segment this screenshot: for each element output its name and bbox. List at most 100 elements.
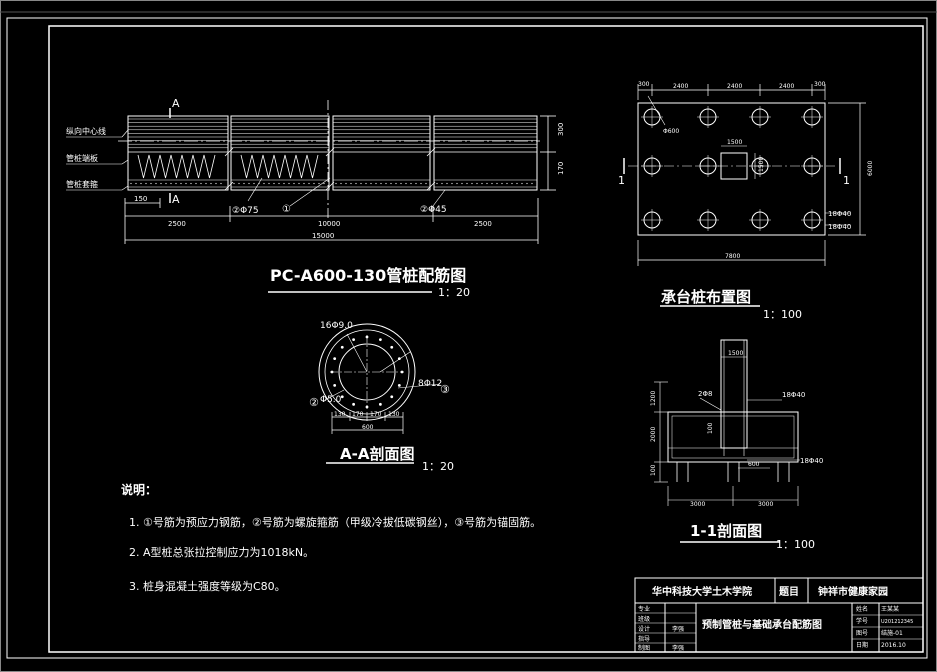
- cap-column-h: 1500: [758, 157, 765, 172]
- section-aa-drawing: [318, 323, 441, 464]
- cap-section-mark-right: 1: [843, 174, 850, 187]
- s11-dim-600: 600: [748, 461, 760, 468]
- cap-pile: [641, 209, 663, 231]
- cap-plan-text: 300 2400 2400 2400 300 Φ600 1500 1500 60…: [618, 81, 874, 321]
- aa-title: A-A剖面图: [340, 445, 414, 463]
- tb-left-label-1: 班级: [638, 615, 650, 623]
- pile-drawing-text: A A 纵向中心线 管桩端板 管桩套箍 300 170 150 2500 100…: [66, 97, 565, 299]
- cap-plan-title: 承台桩布置图: [661, 288, 751, 306]
- leader-label-hoop: 管桩套箍: [66, 179, 98, 189]
- cap-pile-dia: Φ600: [663, 128, 679, 135]
- aa-dim-600: 600: [362, 424, 374, 431]
- aa-dim-130-left: 130: [334, 411, 346, 418]
- section-mark-bottom: A: [172, 193, 180, 206]
- aa-label-2: ②: [309, 396, 319, 409]
- tb-right-value-1: U201212345: [881, 619, 913, 625]
- tb-project: 钟祥市健康家园: [818, 585, 888, 598]
- rebar-label-1: ①: [282, 204, 291, 215]
- section-11-drawing: [654, 339, 800, 543]
- dim-10000: 10000: [318, 220, 340, 228]
- pile-drawing-title: PC-A600-130管桩配筋图: [270, 266, 466, 285]
- tb-school: 华中科技大学土木学院: [652, 585, 752, 598]
- aa-label-8phi12: 8Φ12: [418, 379, 442, 389]
- s11-title: 1-1剖面图: [690, 522, 762, 540]
- cap-pile: [697, 209, 719, 231]
- dim-300: 300: [557, 123, 565, 136]
- cap-dim-2400-b: 2400: [727, 83, 742, 90]
- aa-dim-170-b: 170: [370, 411, 382, 418]
- s11-rebar-top: 18Φ40: [782, 391, 805, 399]
- s11-dim-2000: 2000: [650, 427, 657, 442]
- notes: 说明： 1. ①号筋为预应力钢筋，②号筋为螺旋箍筋（甲级冷拔低碳钢丝），③号筋为…: [121, 482, 541, 593]
- dim-2500-left: 2500: [168, 220, 186, 228]
- tb-right-label-0: 姓名: [856, 605, 868, 613]
- s11-rebar-left: 2Φ8: [698, 390, 712, 398]
- notes-heading: 说明：: [121, 482, 157, 497]
- aa-rebar-dot: [390, 345, 394, 349]
- tb-right-value-2: 结施-01: [881, 629, 903, 637]
- cap-column-w: 1500: [727, 139, 742, 146]
- dim-150: 150: [134, 195, 147, 203]
- tb-left-value-2: 李强: [672, 625, 684, 633]
- aa-dim-170-a: 170: [352, 411, 364, 418]
- tb-left-label-3: 指导: [638, 635, 650, 643]
- s11-scale: 1：100: [776, 538, 815, 551]
- aa-scale: 1：20: [422, 460, 454, 473]
- tb-left-label-4: 制图: [638, 644, 650, 652]
- tb-right-value-3: 2016.10: [881, 642, 906, 649]
- cap-dim-2400-a: 2400: [673, 83, 688, 90]
- leader-label-centerline: 纵向中心线: [66, 126, 106, 136]
- note-3: 3. 桩身混凝土强度等级为C80。: [129, 579, 286, 593]
- aa-rebar-dot: [340, 345, 344, 349]
- pile-segments: [127, 115, 538, 191]
- sheet-border-inner: [48, 25, 924, 653]
- aa-label-3: ③: [440, 383, 450, 396]
- dim-15000: 15000: [312, 232, 334, 240]
- aa-rebar-dot: [352, 338, 356, 342]
- aa-rebar-dot: [352, 402, 356, 406]
- tb-topic-label: 题目: [779, 586, 799, 598]
- s11-rebar-bot: 18Φ40: [800, 457, 823, 465]
- dim-170: 170: [557, 162, 565, 175]
- tb-left-value-4: 李强: [672, 644, 684, 652]
- rebar-label-2-75: ②Φ75: [232, 206, 259, 216]
- aa-rebar-dot: [340, 395, 344, 399]
- tb-drawing-name: 预制管桩与基础承台配筋图: [702, 618, 822, 631]
- rebar-label-2-45: ②Φ45: [420, 205, 447, 215]
- cap-pile: [801, 106, 823, 128]
- aa-rebar-dot: [397, 383, 401, 387]
- cap-plan-scale: 1：100: [763, 308, 802, 321]
- cap-plan-drawing: [623, 84, 866, 307]
- cap-rebar-1: 18Φ40: [828, 210, 851, 218]
- cap-dim-300-left: 300: [638, 81, 650, 88]
- s11-dim-1500: 1500: [728, 350, 743, 357]
- cap-pile: [749, 209, 771, 231]
- tb-left-label-2: 设计: [638, 625, 650, 633]
- s11-dim-3000-left: 3000: [690, 501, 705, 508]
- pile-drawing: [66, 100, 556, 293]
- aa-dim-130-right: 130: [388, 411, 400, 418]
- note-2: 2. A型桩总张拉控制应力为1018kN。: [129, 545, 314, 559]
- title-block-text: 华中科技大学土木学院 题目 钟祥市健康家园 预制管桩与基础承台配筋图 专业 班级…: [638, 585, 913, 652]
- section-aa-text: 16Φ9.0 8Φ12 ③ ② Φ5.0 130 170 170 130 600…: [309, 321, 454, 473]
- sheet-border-outer: [6, 17, 928, 659]
- aa-label-16phi9: 16Φ9.0: [320, 321, 353, 331]
- aa-rebar-dot: [333, 357, 337, 361]
- cap-dim-7800: 7800: [725, 253, 740, 260]
- aa-rebar-dot: [390, 395, 394, 399]
- cap-dim-6000: 6000: [867, 161, 874, 176]
- tb-right-label-3: 日期: [856, 641, 868, 649]
- pile-segment-4: [433, 115, 538, 191]
- aa-rebar-dot: [378, 338, 382, 342]
- tb-right-label-2: 图号: [856, 630, 868, 637]
- tb-right-label-1: 学号: [856, 617, 868, 625]
- tb-right-value-0: 王某某: [881, 606, 899, 613]
- cap-pile: [801, 209, 823, 231]
- s11-dim-100: 100: [650, 464, 657, 476]
- tb-left-label-0: 专业: [638, 605, 650, 613]
- s11-dim-3000-right: 3000: [758, 501, 773, 508]
- cap-rebar-2: 18Φ40: [828, 223, 851, 231]
- section-11-text: 1500 1200 2000 100 100 2Φ8 18Φ40 18Φ40 6…: [650, 350, 823, 551]
- pile-segment-1: [127, 115, 229, 191]
